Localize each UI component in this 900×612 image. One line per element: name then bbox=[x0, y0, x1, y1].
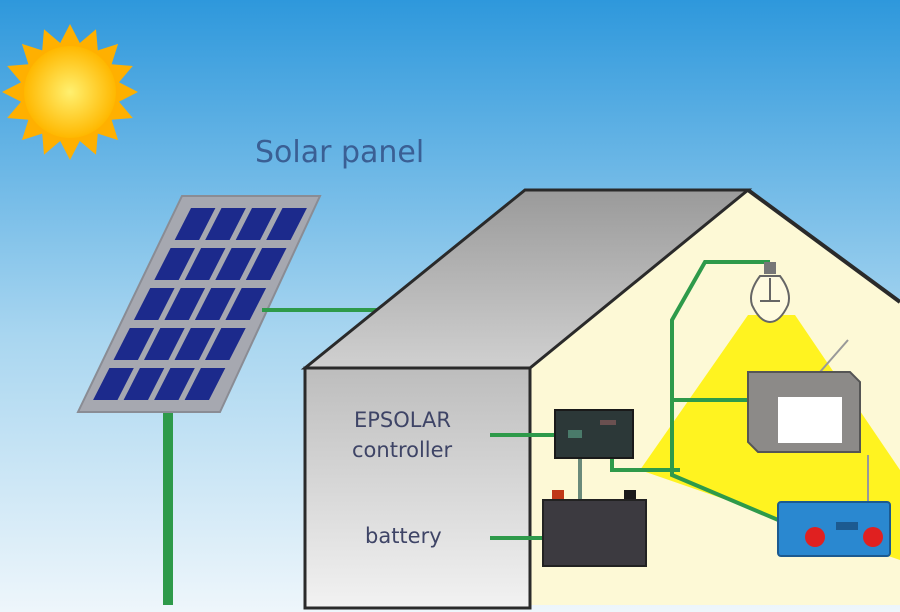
radio-icon bbox=[777, 455, 891, 557]
panel-cell bbox=[164, 288, 206, 320]
panel-cell bbox=[93, 368, 134, 400]
panel-cell bbox=[204, 328, 246, 360]
panel-cell bbox=[205, 208, 246, 240]
panel-cell bbox=[184, 248, 226, 280]
panel-cell bbox=[154, 248, 196, 280]
panel-cell bbox=[174, 208, 216, 240]
panel-cell bbox=[174, 328, 216, 360]
panel-cell bbox=[143, 328, 185, 360]
battery-icon bbox=[542, 490, 647, 567]
battery-label: battery bbox=[365, 524, 442, 548]
panel-cell bbox=[266, 208, 307, 240]
interior-wires bbox=[490, 260, 791, 540]
panel-cell bbox=[245, 248, 287, 280]
panel-cell bbox=[154, 368, 195, 400]
panel-cell bbox=[184, 368, 226, 400]
controller-label-line1: EPSOLAR bbox=[354, 408, 451, 432]
front-wall bbox=[303, 366, 532, 610]
panel-cell bbox=[215, 248, 257, 280]
panel-pole bbox=[163, 405, 173, 605]
controller-label-line2: controller bbox=[352, 438, 453, 462]
panel-cell bbox=[113, 328, 155, 360]
light-bulb-icon bbox=[750, 262, 790, 324]
solar-panel-icon bbox=[76, 195, 322, 413]
charge-controller-icon bbox=[554, 409, 634, 459]
television-icon bbox=[747, 339, 861, 453]
solar-panel-label: Solar panel bbox=[255, 135, 424, 170]
panel-cell bbox=[225, 288, 267, 320]
sun-icon bbox=[2, 24, 138, 160]
panel-cell bbox=[123, 368, 165, 400]
panel-cell bbox=[194, 288, 236, 320]
panel-cell bbox=[133, 288, 175, 320]
panel-cell bbox=[235, 208, 277, 240]
